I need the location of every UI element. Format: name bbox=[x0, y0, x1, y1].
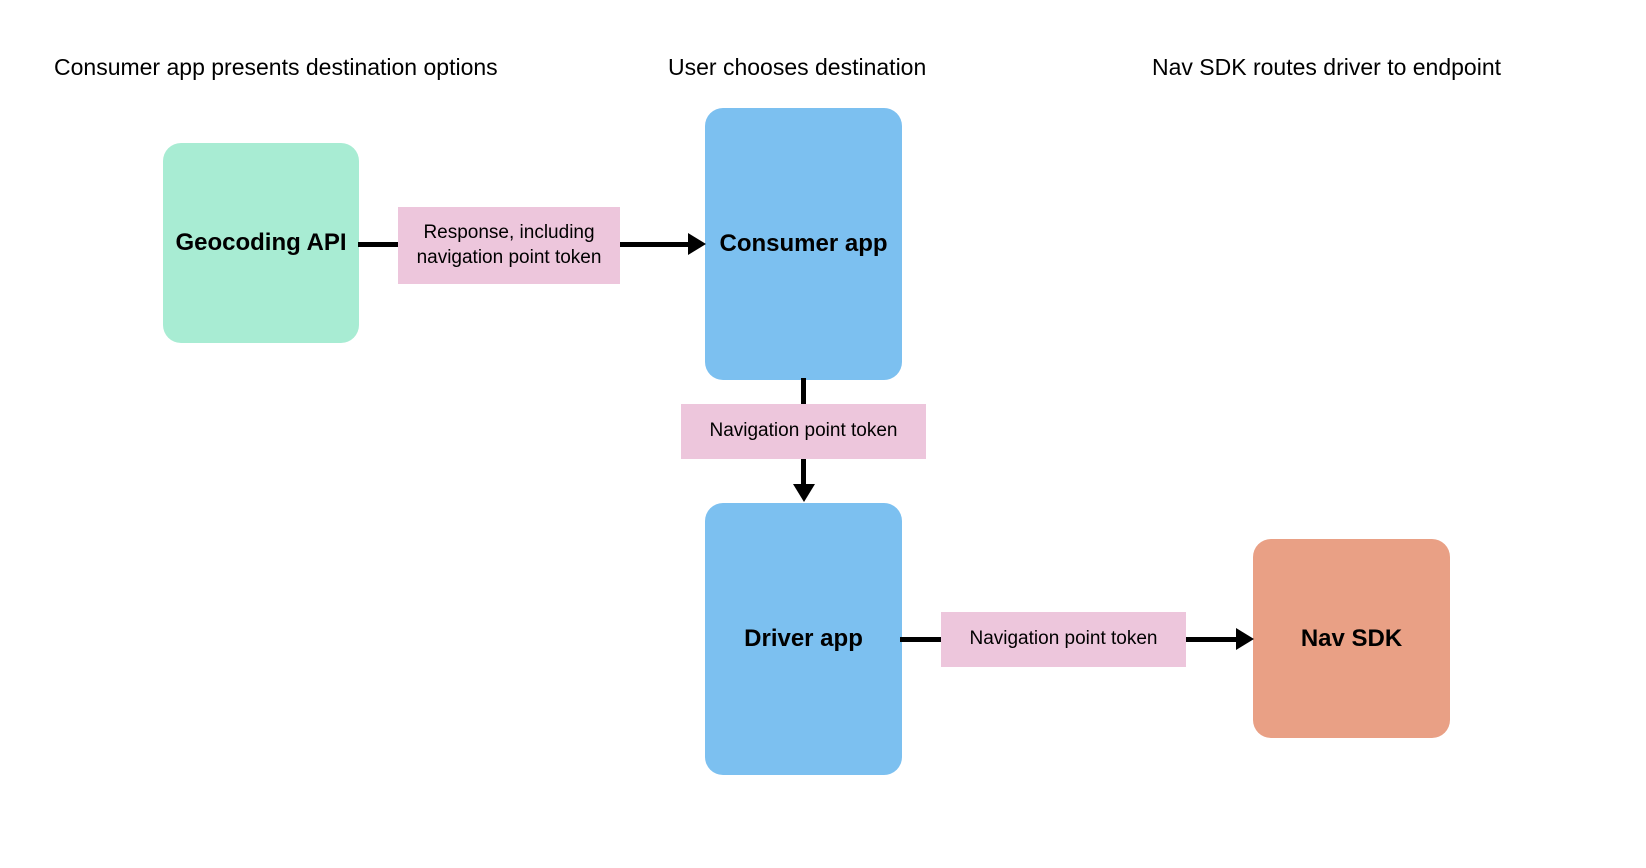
node-driver-app-label: Driver app bbox=[744, 625, 863, 652]
column-header-nav-sdk: Nav SDK routes driver to endpoint bbox=[1152, 54, 1502, 80]
node-nav-sdk-label: Nav SDK bbox=[1300, 624, 1403, 652]
arrowhead-to-consumer-app bbox=[688, 233, 706, 255]
arrowhead-to-driver-app bbox=[793, 484, 815, 502]
connector-geocoding-to-response-label bbox=[358, 242, 402, 247]
connector-token-label-to-driver-app bbox=[801, 455, 806, 487]
edge-label-token-bottom: Navigation point token bbox=[941, 612, 1186, 667]
column-header-consumer: Consumer app presents destination option… bbox=[54, 54, 498, 80]
connector-driver-app-to-token-label bbox=[900, 637, 945, 642]
connector-consumer-app-to-token-label bbox=[801, 378, 806, 408]
arrowhead-to-nav-sdk bbox=[1236, 628, 1254, 650]
edge-label-token-middle: Navigation point token bbox=[681, 404, 926, 459]
connector-response-label-to-consumer-app bbox=[617, 242, 690, 247]
node-consumer-app[interactable]: Consumer app bbox=[705, 108, 902, 380]
edge-label-token-middle-text: Navigation point token bbox=[709, 420, 898, 442]
node-consumer-app-label: Consumer app bbox=[719, 230, 888, 257]
node-nav-sdk[interactable]: Nav SDK bbox=[1253, 539, 1450, 738]
node-geocoding-api[interactable]: Geocoding API bbox=[163, 143, 359, 343]
edge-label-response-text: Response, including navigation point tok… bbox=[416, 222, 602, 268]
connector-token-label-to-nav-sdk bbox=[1182, 637, 1238, 642]
column-header-user: User chooses destination bbox=[668, 54, 927, 80]
edge-label-response: Response, including navigation point tok… bbox=[398, 207, 620, 284]
node-driver-app[interactable]: Driver app bbox=[705, 503, 902, 775]
edge-label-token-bottom-text: Navigation point token bbox=[969, 628, 1158, 650]
node-geocoding-api-label: Geocoding API bbox=[175, 229, 347, 256]
